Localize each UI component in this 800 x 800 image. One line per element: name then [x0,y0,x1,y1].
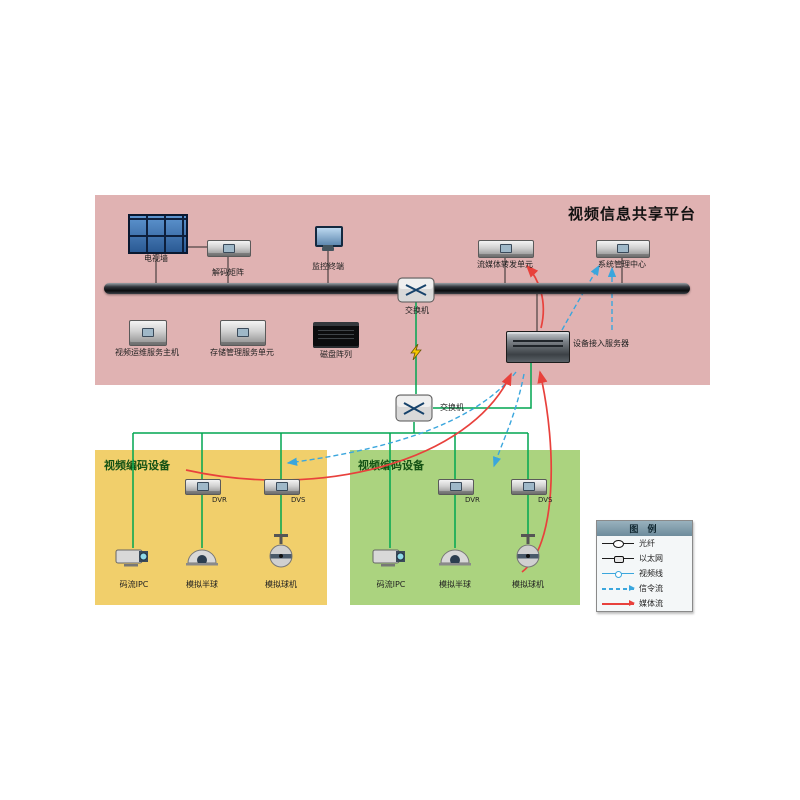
tv-wall-label: 电视墙 [144,254,168,263]
monitor-terminal-icon [315,226,343,252]
storage-mgmt-unit-icon [220,320,266,346]
dvs-left-label: DVS [291,496,306,504]
stream-forward-unit-icon [478,240,534,258]
legend-label-ethernet: 以太网 [639,554,663,563]
legend-label-signal: 信令流 [639,584,663,593]
ethernet-line-icon [602,554,634,563]
signal-flow-icon [602,584,635,593]
decoder-matrix-icon [207,240,251,257]
legend-item-video: 视频线 [597,566,692,581]
legend-label-media: 媒体流 [639,599,663,608]
dvr-right-label: DVR [465,496,480,504]
video-line-icon [602,569,634,578]
encoder-left-title: 视频编码设备 [104,459,170,472]
dvs-left-icon [264,479,300,495]
ipc-right-label: 码流IPC [376,580,406,589]
stream-forward-unit-label: 流媒体转发单元 [477,260,533,269]
switch-top-label: 交换机 [405,306,429,315]
dvs-right-icon [511,479,547,495]
monitor-terminal-label: 监控终端 [312,262,344,271]
ipc-camera-left-icon [114,546,152,574]
disk-array-label: 磁盘阵列 [320,350,352,359]
switch-top-icon [397,277,435,307]
video-ops-host-icon [129,320,167,346]
dvs-right-label: DVS [538,496,553,504]
switch-middle-label: 交换机 [440,403,464,412]
dvr-right-icon [438,479,474,495]
device-access-server-label: 设备接入服务器 [573,339,629,348]
ball-left-label: 模拟球机 [265,580,297,589]
fiber-line-icon [602,539,634,548]
dvr-left-icon [185,479,221,495]
legend-item-ethernet: 以太网 [597,551,692,566]
ipc-left-label: 码流IPC [119,580,149,589]
tv-wall-icon [128,214,188,254]
dome-right-label: 模拟半球 [439,580,471,589]
system-mgmt-center-label: 系统管理中心 [598,260,646,269]
ball-camera-left-icon [267,534,295,578]
device-access-server-icon [506,331,570,363]
video-ops-host-label: 视频运维服务主机 [115,348,179,357]
legend-box: 图 例 光纤 以太网 视频线 信令流 媒体流 [596,520,693,612]
legend-label-video: 视频线 [639,569,663,578]
backbone-bus [104,283,690,294]
dome-camera-right-icon [438,548,472,571]
decoder-matrix-label: 解码矩阵 [212,268,244,277]
legend-item-media: 媒体流 [597,596,692,611]
dome-camera-left-icon [185,548,219,571]
ipc-camera-right-icon [371,546,409,574]
media-flow-icon [602,599,635,608]
encoder-right-title: 视频编码设备 [358,459,424,472]
system-mgmt-center-icon [596,240,650,258]
storage-mgmt-unit-label: 存储管理服务单元 [210,348,274,357]
dvr-left-label: DVR [212,496,227,504]
ball-right-label: 模拟球机 [512,580,544,589]
legend-label-fiber: 光纤 [639,539,655,548]
legend-item-fiber: 光纤 [597,536,692,551]
legend-item-signal: 信令流 [597,581,692,596]
switch-middle-icon [395,394,433,426]
disk-array-icon [313,322,359,348]
dome-left-label: 模拟半球 [186,580,218,589]
ball-camera-right-icon [514,534,542,578]
legend-title: 图 例 [597,521,692,536]
lightning-bolt-icon [409,343,423,364]
